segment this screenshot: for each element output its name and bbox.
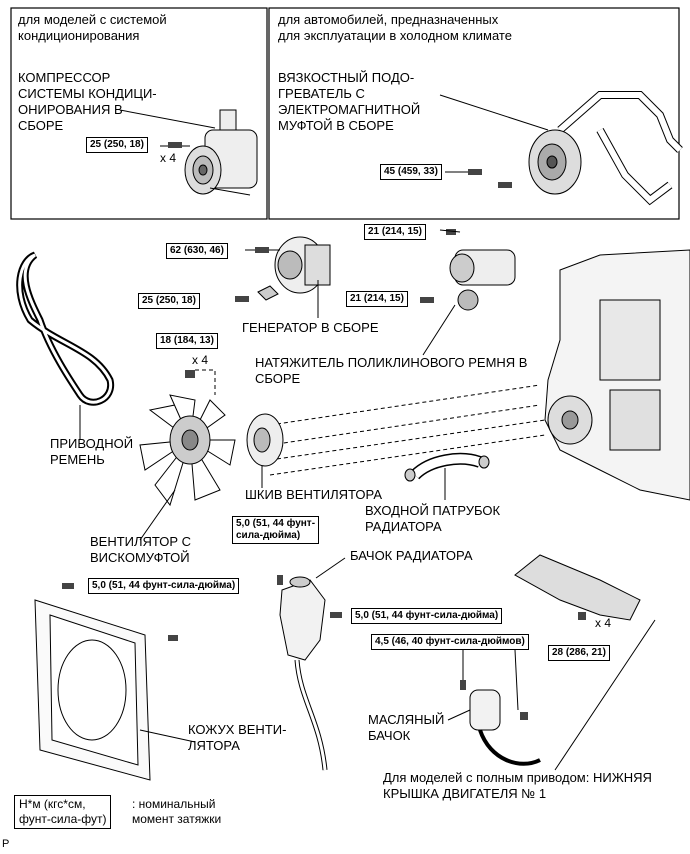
bolt-icon <box>520 712 528 720</box>
shroud-drawing <box>34 599 151 781</box>
bolt-icon <box>168 635 178 641</box>
bolt-icon <box>420 297 434 303</box>
torque-tensioner-lower: 21 (214, 15) <box>346 291 408 307</box>
leader-compressor <box>119 109 216 129</box>
torque-tensioner-upper: 21 (214, 15) <box>364 224 426 240</box>
bolt-icon <box>446 229 456 235</box>
fan-label: ВЕНТИЛЯТОР С ВИСКОМУФТОЙ <box>90 534 192 565</box>
inlet-hose-drawing <box>404 452 490 482</box>
tensioner-drawing <box>449 249 516 311</box>
tensioner-label: НАТЯЖИТЕЛЬ ПОЛИКЛИНОВОГО РЕМНЯ В СБОРЕ <box>255 355 528 386</box>
bolt-icon <box>168 142 182 148</box>
torque-heater: 45 (459, 33) <box>380 164 442 180</box>
leader-reservoir <box>315 557 346 579</box>
qty-fan-nut: x 4 <box>192 353 209 367</box>
ac-compressor-label: КОМПРЕССОР СИСТЕМЫ КОНДИЦИ- ОНИРОВАНИЯ В… <box>18 70 157 133</box>
lower-cover-drawing <box>514 554 641 621</box>
torque-fan-nut: 18 (184, 13) <box>156 333 218 349</box>
torque-compressor: 25 (250, 18) <box>86 137 148 153</box>
nut-icon <box>185 370 195 378</box>
torque-shroud: 5,0 (51, 44 фунт-сила-дюйма) <box>88 578 240 594</box>
fan-pulley-label: ШКИВ ВЕНТИЛЯТОРА <box>245 487 382 502</box>
bolt-icon <box>578 612 586 620</box>
drive-belt-label: ПРИВОДНОЙ РЕМЕНЬ <box>50 436 134 467</box>
fan-pulley-drawing <box>246 413 284 467</box>
oil-tank-drawing <box>469 689 541 766</box>
leader-fan <box>139 489 176 541</box>
legend-text: : номинальный момент затяжки <box>132 797 222 826</box>
bolt-icon <box>498 182 512 188</box>
torque-reservoir-side: 5,0 (51, 44 фунт-сила-дюйма) <box>351 608 503 624</box>
generator-label: ГЕНЕРАТОР В СБОРЕ <box>242 320 379 335</box>
legend-box: Н*м (кгс*см, фунт-сила-фут) <box>14 795 112 829</box>
oil-tank-label: МАСЛЯНЫЙ БАЧОК <box>368 712 445 743</box>
inlet-hose-label: ВХОДНОЙ ПАТРУБОК РАДИАТОРА <box>365 503 501 534</box>
bolt-icon <box>62 583 74 589</box>
reservoir-label: БАЧОК РАДИАТОРА <box>350 548 473 563</box>
leader-heater <box>439 94 549 131</box>
leader-tensioner <box>422 304 456 356</box>
torque-oil-tank: 4,5 (46, 40 фунт-сила-дюймов) <box>371 634 529 650</box>
torque-generator-upper: 62 (630, 46) <box>166 243 228 259</box>
frame-left-panel <box>10 7 268 220</box>
drive-belt-shape <box>16 251 115 406</box>
ac-compressor-drawing <box>184 109 258 196</box>
viscous-heater-drawing <box>528 91 683 206</box>
assembly-guide-lines <box>195 369 546 476</box>
corner-mark: P <box>2 838 10 850</box>
bolt-icon <box>460 680 466 690</box>
reservoir-drawing <box>279 576 328 771</box>
engine-block-drawing <box>544 249 690 501</box>
torque-reservoir-top: 5,0 (51, 44 фунт- сила-дюйма) <box>232 516 320 544</box>
qty-compressor: x 4 <box>160 151 177 165</box>
bolt-icon <box>235 296 249 302</box>
lower-cover-label: Для моделей с полным приводом: НИЖНЯЯ КР… <box>383 770 652 801</box>
leader-oil-tank <box>447 709 471 721</box>
torque-cover: 28 (286, 21) <box>548 645 610 661</box>
fan-drawing <box>139 394 236 507</box>
bolt-icon <box>468 169 482 175</box>
bolt-icon <box>277 575 283 585</box>
bolt-icon <box>255 247 269 253</box>
left-panel-header: для моделей с системой кондиционирования <box>18 12 167 43</box>
leader-shroud <box>139 729 196 743</box>
leader-cover <box>554 619 656 771</box>
bolt-icon <box>330 612 342 618</box>
shroud-label: КОЖУХ ВЕНТИ- ЛЯТОРА <box>188 722 287 753</box>
right-panel-header: для автомобилей, предназначенных для экс… <box>278 12 512 43</box>
frame-right-panel <box>268 7 680 220</box>
torque-generator-lower: 25 (250, 18) <box>138 293 200 309</box>
generator-drawing <box>274 236 331 294</box>
qty-cover: x 4 <box>595 616 612 630</box>
viscous-heater-label: ВЯЗКОСТНЫЙ ПОДО- ГРЕВАТЕЛЬ С ЭЛЕКТРОМАГН… <box>278 70 421 133</box>
